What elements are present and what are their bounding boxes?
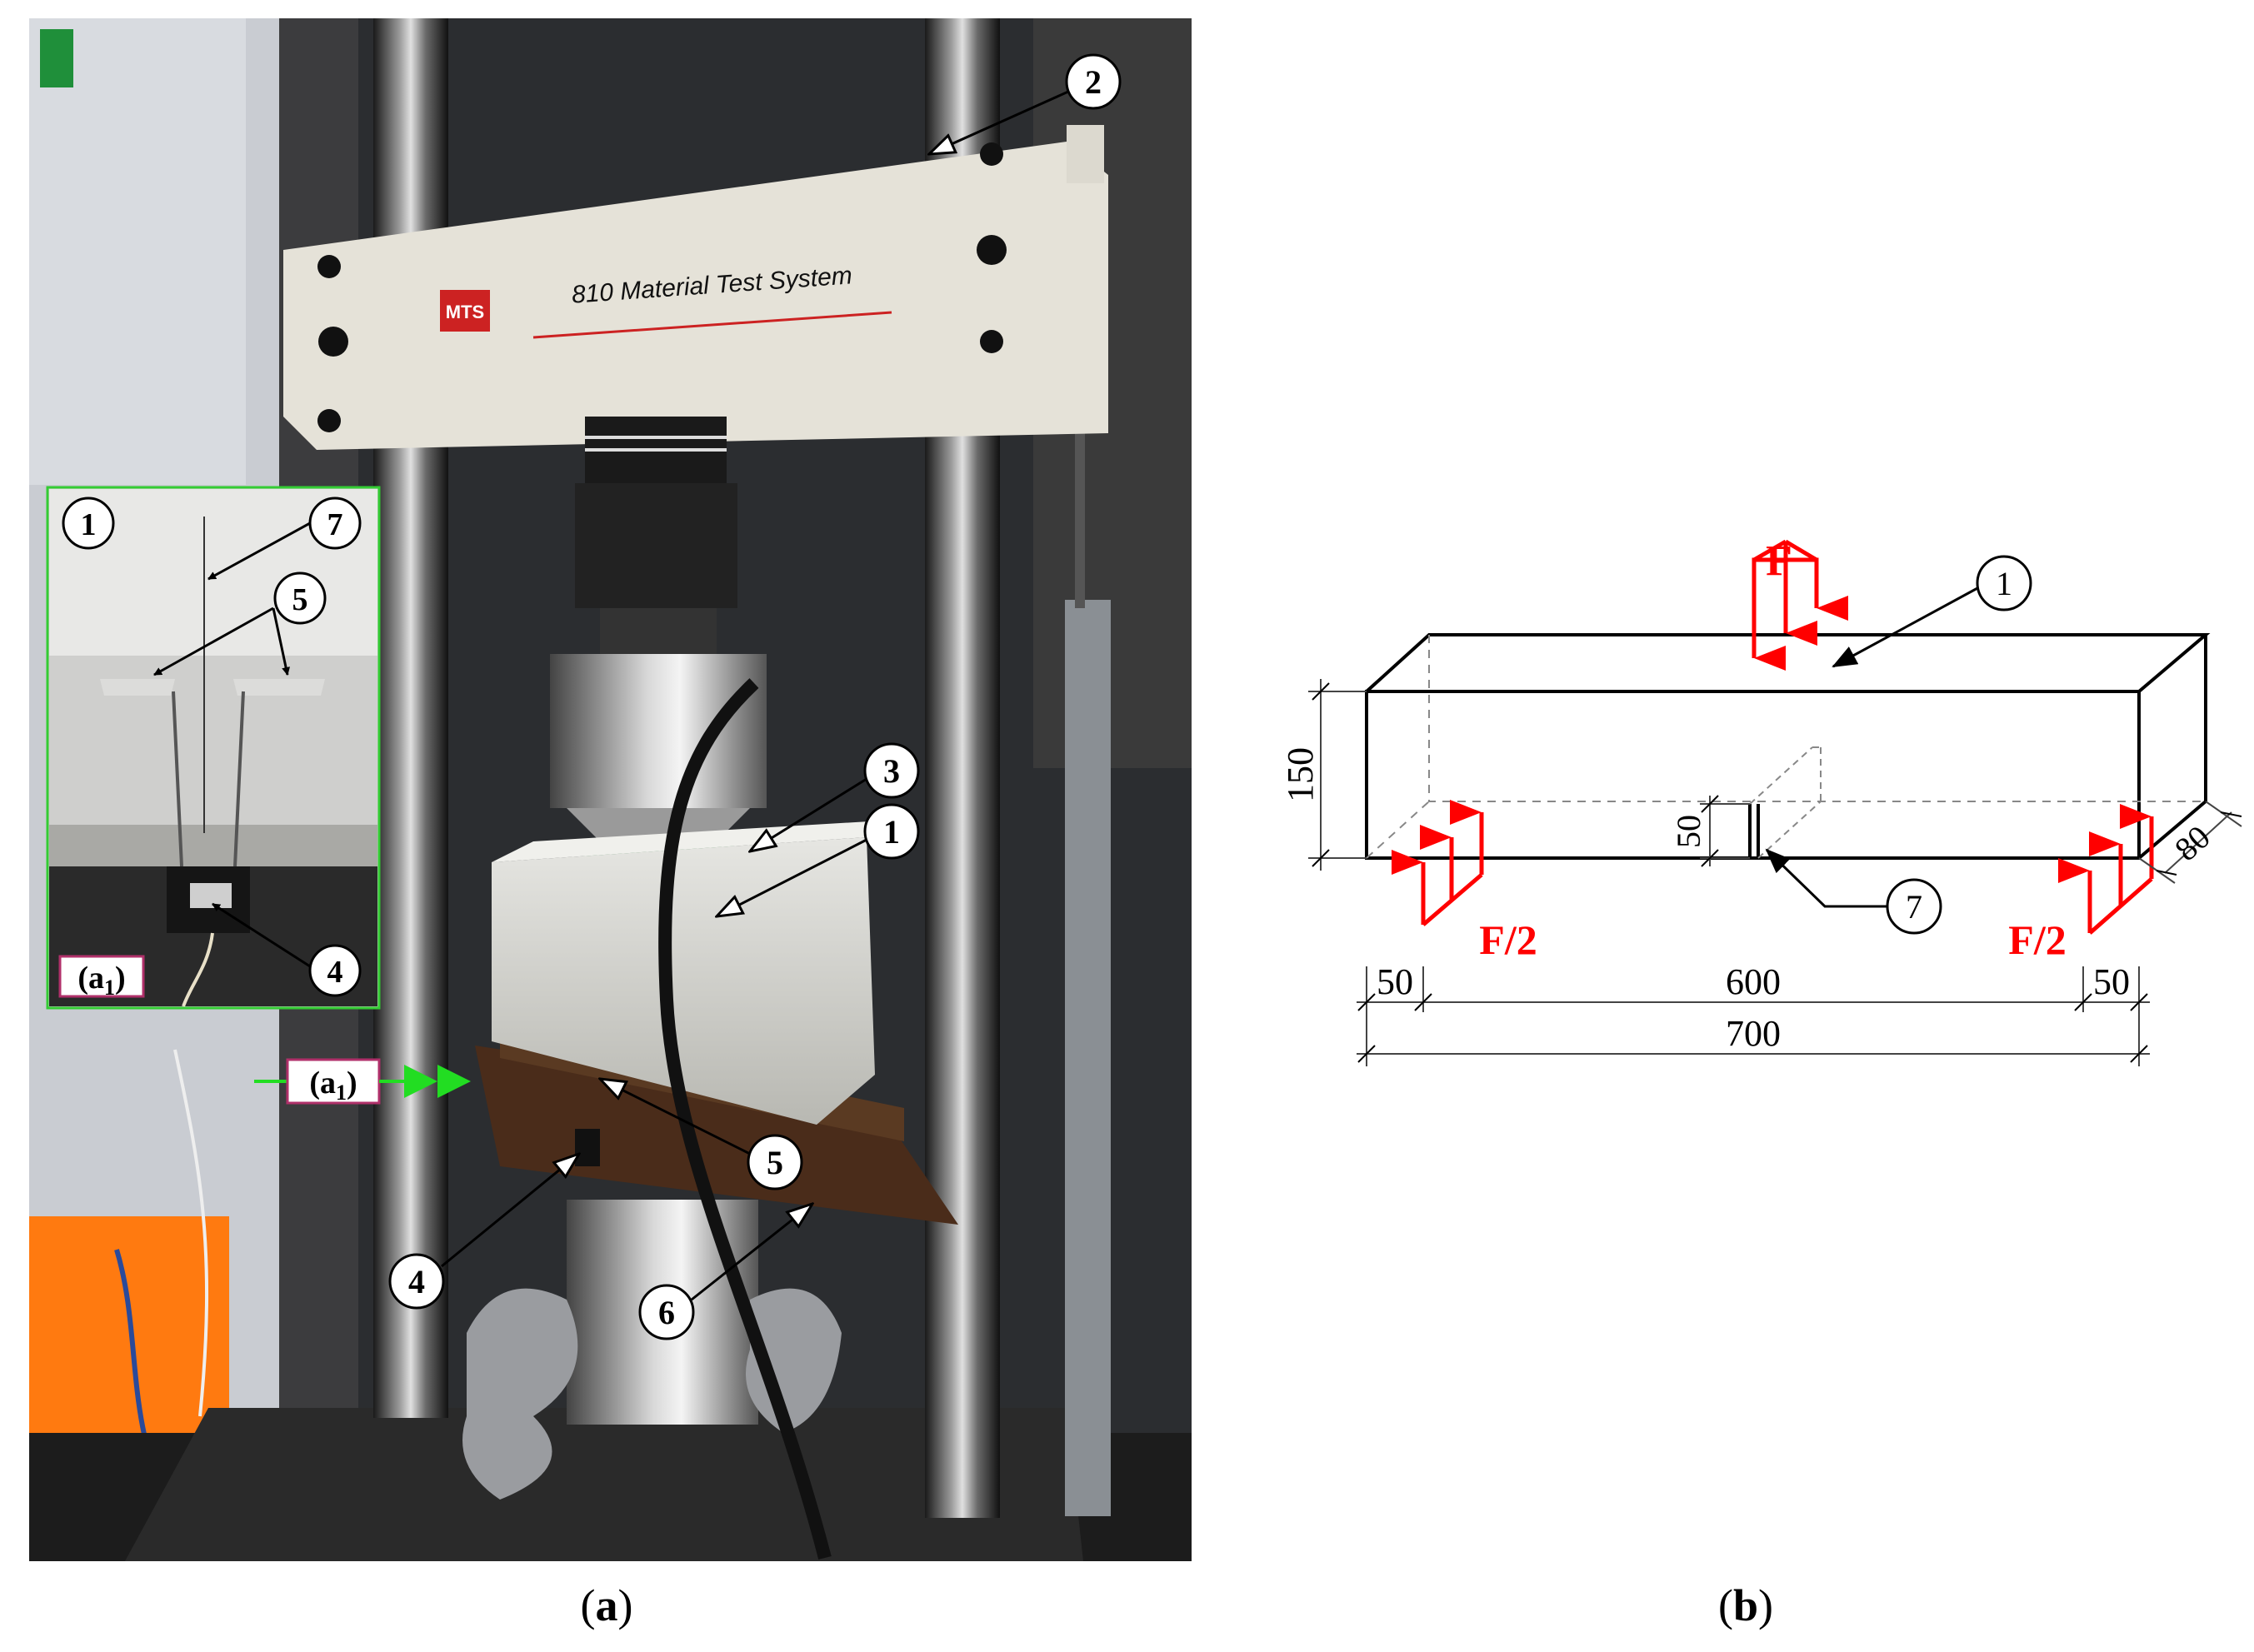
support-bed xyxy=(475,1046,958,1225)
notch xyxy=(1748,746,1822,859)
svg-text:4: 4 xyxy=(327,955,343,990)
callout-1: 1 xyxy=(717,803,920,916)
callout-3: 3 xyxy=(750,742,920,851)
clip-gauge xyxy=(575,1129,600,1166)
dimension-length: 700 xyxy=(1357,1013,2150,1063)
drawing-callout-7: 7 xyxy=(1765,848,1942,935)
dim-length-label: 700 xyxy=(1726,1013,1781,1054)
caption-a: (a) xyxy=(581,1580,633,1630)
drawing-panel: F F/2 F/2 1 7 xyxy=(1280,537,2242,1066)
inset-callout-5: 5 xyxy=(153,571,327,676)
beam-top-face xyxy=(1365,633,2211,693)
load-top-label: F xyxy=(1766,537,1792,585)
callout-5: 5 xyxy=(600,1079,803,1190)
drawing-callout-1: 1 xyxy=(1832,555,2032,668)
svg-text:7: 7 xyxy=(1906,888,1922,926)
column-left xyxy=(373,18,448,1418)
svg-text:7: 7 xyxy=(327,507,343,542)
callout-4: 4 xyxy=(388,1154,579,1310)
load-center: F xyxy=(1752,537,1848,671)
mts-logo-text: MTS xyxy=(446,302,484,322)
load-right: F/2 xyxy=(2008,804,2154,963)
svg-text:2: 2 xyxy=(1085,63,1102,101)
load-left-label: F/2 xyxy=(1479,916,1537,963)
load-right-label: F/2 xyxy=(2008,916,2066,963)
inset-callout-1: 1 xyxy=(62,497,115,550)
dim-notch-label: 50 xyxy=(1670,815,1707,848)
svg-text:3: 3 xyxy=(883,752,900,790)
grey-pipe xyxy=(1065,600,1111,1516)
svg-text:1: 1 xyxy=(81,507,97,542)
inset-callout-7: 7 xyxy=(207,497,362,581)
svg-text:5: 5 xyxy=(767,1144,783,1181)
dim-height-label: 150 xyxy=(1280,747,1321,802)
mts-logo xyxy=(440,290,490,332)
dim-left-overhang-label: 50 xyxy=(1377,961,1413,1002)
dimension-height: 150 xyxy=(1280,679,1367,871)
svg-text:6: 6 xyxy=(658,1294,675,1331)
upper-grip xyxy=(550,654,767,808)
inset-a1: (a1) 1 7 5 4 xyxy=(46,486,381,1010)
dim-right-overhang-label: 50 xyxy=(2093,961,2130,1002)
pointer-label: (a1) xyxy=(309,1066,357,1105)
concrete-beam xyxy=(492,837,875,1125)
inset-label-main: a xyxy=(88,961,104,996)
callout-6: 6 xyxy=(638,1204,812,1340)
caption-b: (b) xyxy=(1718,1580,1773,1630)
svg-text:5: 5 xyxy=(292,582,308,617)
inset-callout-4: 4 xyxy=(212,902,362,997)
load-left: F/2 xyxy=(1392,800,1537,963)
svg-text:4: 4 xyxy=(408,1263,425,1300)
dimension-notch: 50 xyxy=(1670,795,1750,867)
inset-label-sub: 1 xyxy=(104,976,115,1000)
inset-label: (a1) xyxy=(77,961,125,1000)
dimension-span-chain: 50 600 50 xyxy=(1357,961,2150,1066)
callout-2: 2 xyxy=(929,53,1122,154)
dim-span-label: 600 xyxy=(1726,961,1781,1002)
photo-panel: MTS 810 Material Test System xyxy=(29,18,1192,1561)
svg-text:1: 1 xyxy=(1996,565,2012,602)
svg-text:1: 1 xyxy=(883,813,900,851)
inset-pointer: (a1) xyxy=(254,1058,471,1105)
crosshead xyxy=(283,142,1108,450)
exit-sign xyxy=(40,29,73,87)
